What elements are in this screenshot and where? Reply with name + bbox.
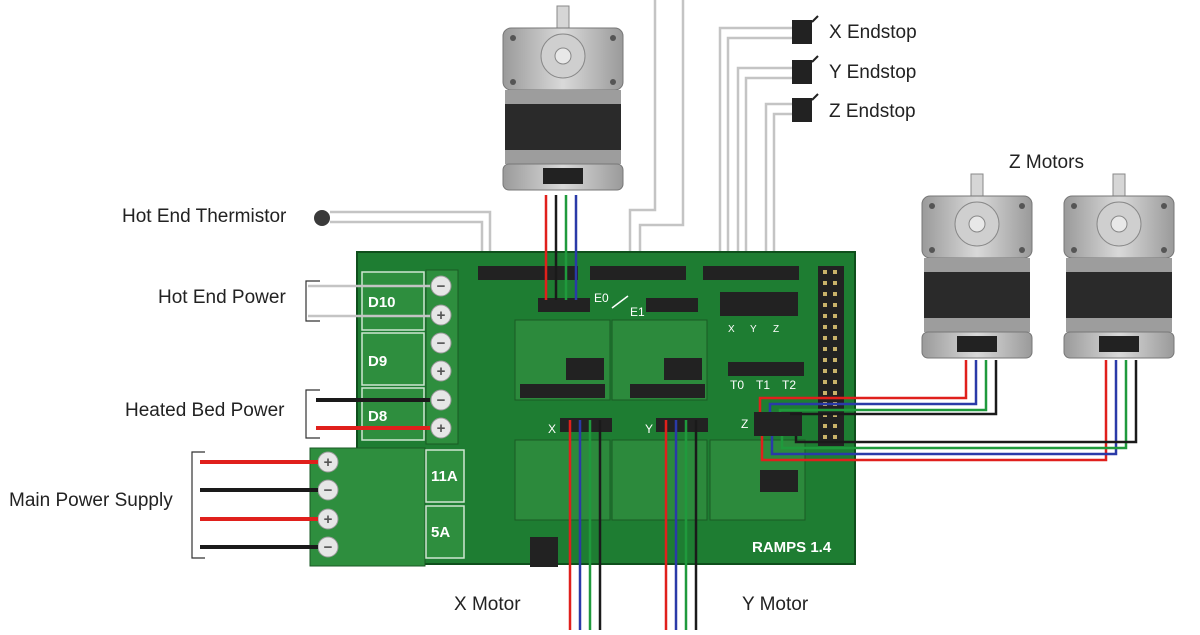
e0-e1-divider — [611, 295, 629, 309]
x-driver-label: X — [548, 422, 556, 436]
x-endstop-switch — [792, 20, 812, 44]
e0-label: E0 — [594, 291, 609, 305]
terminal-sign: + — [437, 420, 446, 437]
heated-bed-power-label: Heated Bed Power — [125, 400, 285, 421]
hot-end-thermistor-label: Hot End Thermistor — [122, 206, 287, 227]
e1-label: E1 — [630, 305, 645, 319]
mosfet-d8-label: D8 — [368, 408, 387, 425]
power-sign: − — [324, 539, 333, 556]
motor-wires — [544, 195, 1138, 630]
hot-end-power-label: Hot End Power — [158, 287, 286, 308]
terminal-screw-5: + — [430, 417, 452, 439]
board-text: D10 D9 D8 11A 5A RAMPS 1.4 — [368, 294, 832, 556]
endstop-z-label: Z — [773, 324, 779, 335]
fuse-5a-label: 5A — [431, 524, 450, 541]
terminal-screw-4: − — [430, 389, 452, 411]
terminal-screw-0: − — [430, 275, 452, 297]
header-labels: E0 E1 T0 T1 T2 X Y Z X Y Z — [548, 291, 796, 436]
brackets — [191, 280, 320, 559]
power-sign: + — [324, 511, 333, 528]
terminal-sign: + — [437, 363, 446, 380]
x-endstop-label: X Endstop — [829, 22, 917, 43]
endstop-x-label: X — [728, 324, 735, 335]
terminal-screw-3: + — [430, 360, 452, 382]
y-motor-label: Y Motor — [742, 594, 809, 615]
ramps-board — [309, 251, 856, 567]
endstop-y-label: Y — [750, 324, 757, 335]
t2-label: T2 — [782, 378, 796, 392]
terminal-sign: − — [437, 392, 446, 409]
terminal-screw-1: + — [430, 304, 452, 326]
power-wires — [200, 284, 430, 549]
z-motor-left — [921, 173, 1033, 359]
t0-label: T0 — [730, 378, 744, 392]
terminal-sign: − — [437, 278, 446, 295]
mosfet-d10-label: D10 — [368, 294, 396, 311]
extruder-motor — [502, 5, 624, 191]
z-endstop-switch — [792, 98, 812, 122]
z-driver-label: Z — [741, 417, 748, 431]
z-endstop-label: Z Endstop — [829, 101, 916, 122]
board-name: RAMPS 1.4 — [752, 539, 832, 556]
mosfet-d9-label: D9 — [368, 353, 387, 370]
power-sign: + — [324, 454, 333, 471]
endstop-switches — [792, 15, 819, 122]
power-screw-3: − — [317, 536, 339, 558]
power-screw-1: − — [317, 479, 339, 501]
fuse-11a-label: 11A — [431, 468, 458, 485]
thermistor-bead — [314, 210, 330, 226]
y-endstop-switch — [792, 60, 812, 84]
terminal-screws: − + − + − + + − + − — [317, 275, 452, 558]
z-motors-label: Z Motors — [1009, 152, 1084, 173]
terminal-sign: − — [437, 335, 446, 352]
y-endstop-label: Y Endstop — [829, 62, 917, 83]
power-screw-2: + — [317, 508, 339, 530]
t1-label: T1 — [756, 378, 770, 392]
terminal-screw-2: − — [430, 332, 452, 354]
x-motor-label: X Motor — [454, 594, 521, 615]
terminal-sign: + — [437, 307, 446, 324]
main-power-supply-label: Main Power Supply — [9, 490, 173, 511]
z-motor-right — [1063, 173, 1175, 359]
power-screw-0: + — [317, 451, 339, 473]
y-driver-label: Y — [645, 422, 653, 436]
power-sign: − — [324, 482, 333, 499]
stepper-motors — [502, 5, 1175, 359]
